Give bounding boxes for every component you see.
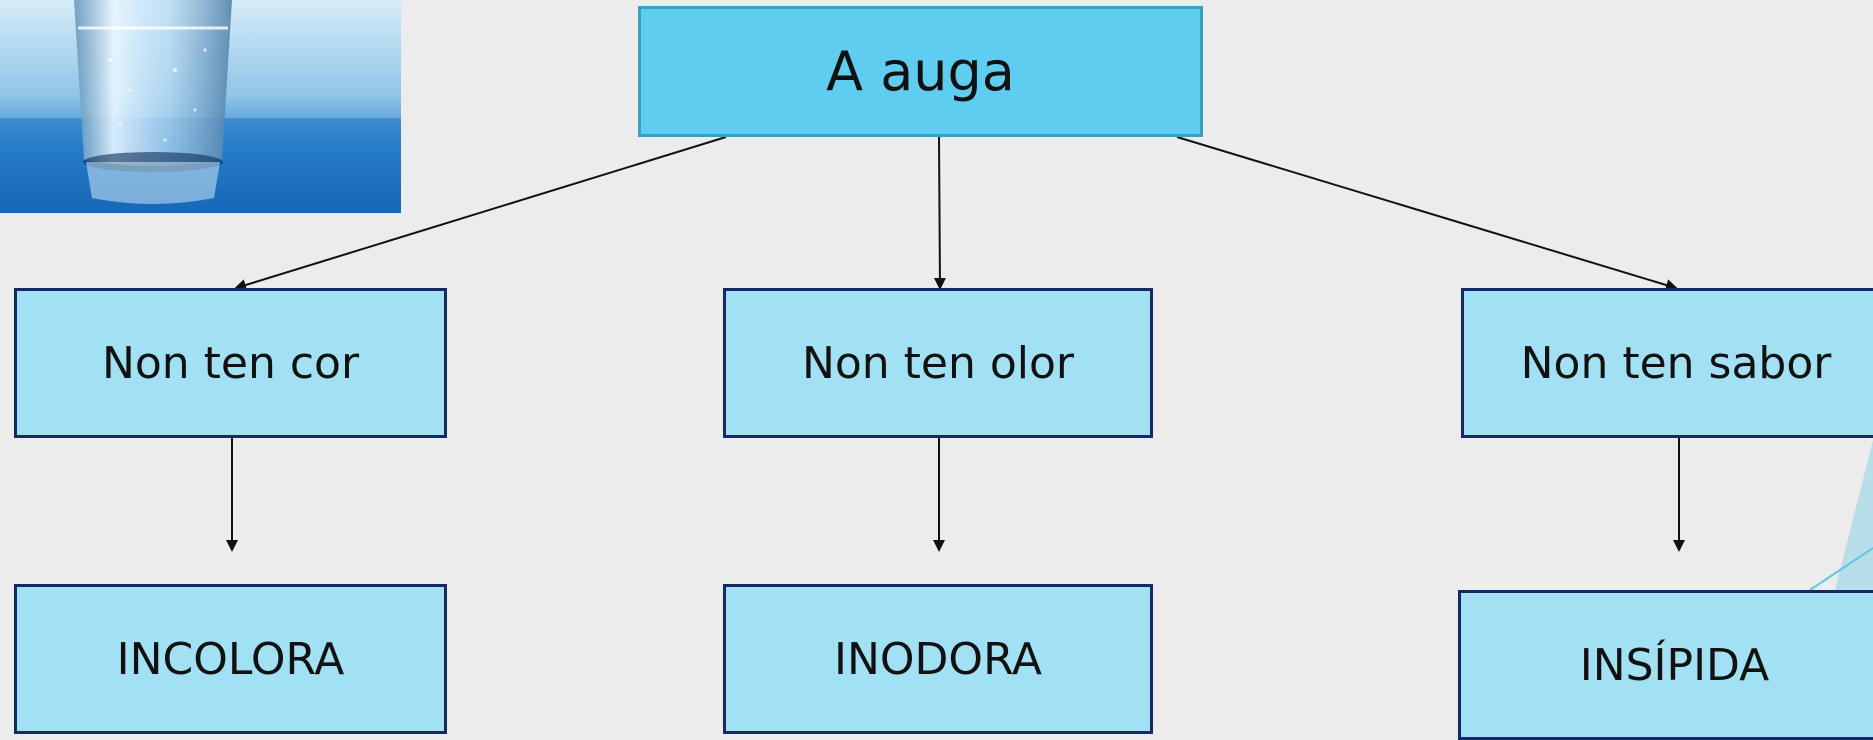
node-inodora: INODORA: [723, 584, 1153, 734]
node-incolora: INCOLORA: [14, 584, 447, 734]
node-insipida: INSÍPIDA: [1458, 590, 1873, 740]
arrow-root-to-cor: [234, 136, 727, 291]
node-label: Non ten olor: [801, 337, 1075, 389]
result-label: INODORA: [834, 633, 1042, 685]
root-node-label: A auga: [826, 40, 1015, 103]
arrow-root-to-olor: [933, 136, 946, 290]
node-non-ten-sabor: Non ten sabor: [1461, 288, 1873, 438]
result-label: INSÍPIDA: [1579, 639, 1770, 691]
node-label: Non ten cor: [101, 337, 360, 389]
node-non-ten-cor: Non ten cor: [14, 288, 447, 438]
node-label: Non ten sabor: [1520, 337, 1832, 389]
node-non-ten-olor: Non ten olor: [723, 288, 1153, 438]
root-node-a-auga: A auga: [638, 6, 1203, 137]
water-glass-photo: [0, 0, 401, 213]
arrow-root-to-sabor: [1176, 136, 1678, 291]
result-label: INCOLORA: [116, 633, 345, 685]
